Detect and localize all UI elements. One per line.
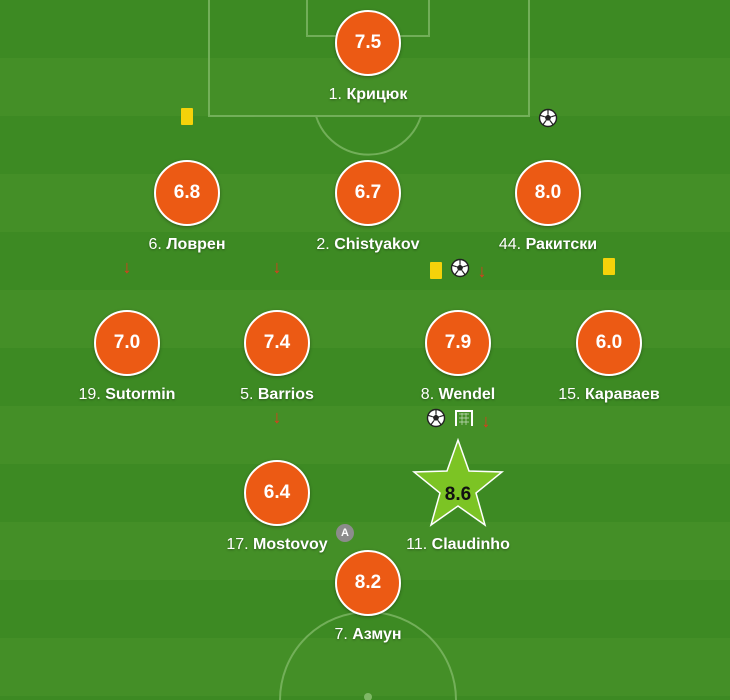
sub-off-arrow-icon: ↓ — [272, 407, 282, 427]
player-card[interactable]: 6.7 2. Chistyakov — [268, 160, 468, 290]
player-name: 17. Mostovoy — [226, 536, 328, 553]
event-icons: ↓ — [177, 408, 377, 426]
event-icons: ↓ — [27, 258, 227, 276]
football-icon — [450, 258, 470, 283]
player-name: 5. Barrios — [240, 386, 314, 403]
player-card[interactable]: 7.5 1. Крицюк — [268, 10, 468, 140]
rating-badge: 7.9 — [425, 310, 491, 376]
sub-off-arrow-icon: ↓ — [477, 260, 487, 281]
event-icons — [448, 108, 648, 133]
player-name: 2. Chistyakov — [316, 236, 420, 253]
player-card[interactable]: ↓ 7.9 8. Wendel — [358, 258, 558, 440]
sub-off-arrow-icon: ↓ — [122, 257, 132, 277]
player-name: 8. Wendel — [420, 386, 496, 403]
event-icons — [87, 108, 287, 125]
event-icons — [509, 258, 709, 275]
player-card[interactable]: ↓ 7.0 19. Sutormin — [27, 258, 227, 440]
player-name: 44. Ракитски — [498, 236, 598, 253]
player-card[interactable]: 6.0 15. Караваев — [509, 258, 709, 440]
sub-off-arrow-icon: ↓ — [481, 410, 491, 431]
player-name: 7. Азмун — [334, 626, 402, 643]
top-rated-star-badge: 8.6 — [411, 438, 505, 527]
football-icon — [426, 408, 446, 433]
football-icon — [538, 108, 558, 133]
player-name: 15. Караваев — [558, 386, 660, 403]
player-card[interactable]: ↓ 6.4 17. Mostovoy — [177, 408, 377, 590]
captain-badge: A — [336, 524, 354, 542]
rating-badge: 8.2 — [335, 550, 401, 616]
player-name: 19. Sutormin — [78, 386, 176, 403]
player-card[interactable]: 8.0 44. Ракитски — [448, 108, 648, 290]
sub-off-arrow-icon: ↓ — [272, 257, 282, 277]
player-card[interactable]: 8.2 7. Азмун — [268, 550, 468, 680]
rating-badge: 6.7 — [335, 160, 401, 226]
rating-badge: 7.5 — [335, 10, 401, 76]
player-name: 6. Ловрен — [148, 236, 226, 253]
player-name: 1. Крицюк — [328, 86, 408, 103]
player-card[interactable]: 6.8 6. Ловрен — [87, 108, 287, 290]
yellow-card-icon — [181, 108, 193, 125]
event-icons: ↓ — [358, 408, 558, 433]
player-name: 11. Claudinho — [406, 536, 510, 553]
event-icons: ↓ — [177, 258, 377, 276]
player-card[interactable]: ↓ 8.6 11. Claudinho — [358, 408, 558, 590]
rating-badge: 6.8 — [154, 160, 220, 226]
rating-badge: 6.4 — [244, 460, 310, 526]
rating-badge: 7.4 — [244, 310, 310, 376]
star-icon — [411, 438, 505, 527]
rating-value: 8.6 — [444, 484, 472, 505]
rating-badge: 6.0 — [576, 310, 642, 376]
yellow-card-icon — [603, 258, 615, 275]
player-card[interactable]: ↓ 7.4 5. Barrios — [177, 258, 377, 440]
rating-badge: 7.0 — [94, 310, 160, 376]
event-icons: ↓ — [358, 258, 558, 283]
goal-frame-icon — [454, 409, 474, 432]
yellow-card-icon — [429, 262, 442, 279]
rating-badge: 8.0 — [515, 160, 581, 226]
